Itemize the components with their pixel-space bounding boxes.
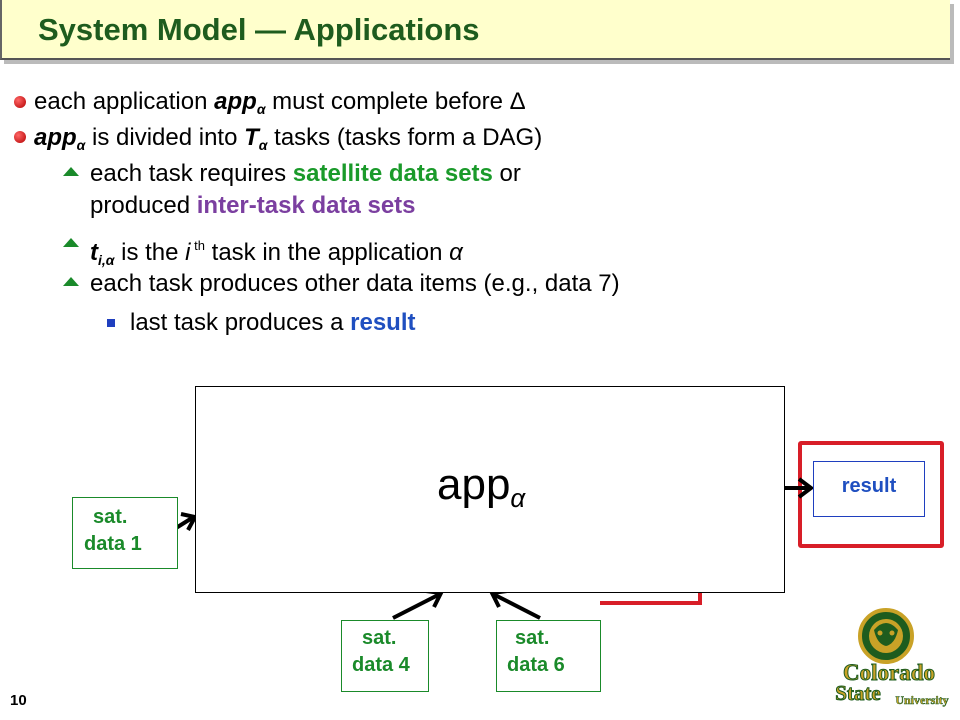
bullet-4-alpha: α [449,239,463,266]
bullet-4-t-sub: i,α [98,252,115,268]
bullet-6-pre: last task produces a [130,309,351,336]
bullet-2-mid: is divided into [85,124,245,151]
csu-logo: Colorado State University [835,608,949,707]
bullet-1: each application appα must complete befo… [34,88,526,123]
bullet-1-app-sub: α [256,101,266,117]
bullet-3-pre: each task requires [90,160,293,187]
bullet-5: each task produces other data items (e.g… [90,270,620,297]
sat-data-6-line-1: sat. [515,627,550,649]
bullet-3-line2-pre: produced [90,192,197,219]
sat-data-4-line-1: sat. [362,627,397,649]
bullet-3-mid: or [492,160,521,187]
arrow-result-head [797,477,815,499]
blue-square-bullet-icon [107,319,115,327]
logo-state-text: State [835,681,881,705]
bullet-3-line-2: produced inter-task data sets [90,192,416,220]
bullet-2-app: app [34,124,77,151]
arrow-data6-shaft [492,592,541,620]
slide-title: System Model — Applications [38,12,480,47]
bullet-6: last task produces a result [130,309,415,337]
green-triangle-bullet-icon [63,167,79,176]
logo-colorado-text: Colorado [843,660,935,685]
app-label-text: app [437,460,511,509]
green-triangle-bullet-icon [63,277,79,286]
bullet-3-satellite-data-sets: satellite data sets [292,160,493,187]
red-bullet-icon [14,96,26,108]
sat-data-1-line-1: sat. [93,506,128,528]
application-label: appα [437,460,525,514]
red-bullet-icon [14,131,26,143]
bullet-1-pre: each application [34,88,215,115]
sat-data-6-line-2: data 6 [507,654,565,676]
result-box: result [813,461,925,517]
application-box [195,386,785,593]
bullet-4-post: task in the application [204,239,450,266]
sat-data-1-line-2: data 1 [84,533,142,555]
bullet-4: ti,α is the i th task in the application… [90,232,463,274]
bullet-2-t: T [244,124,259,151]
bullet-3-line-1: each task requires satellite data sets o… [90,160,521,188]
app-label-subscript: α [510,483,526,513]
slide-number: 10 [10,692,27,709]
bullet-2: appα is divided into Tα tasks (tasks for… [34,124,542,159]
logo-university-text: University [895,693,948,707]
bullet-3-inter-task-data-sets: inter-task data sets [196,192,416,219]
sat-data-4-line-2: data 4 [352,654,410,676]
bullet-2-t-sub: α [258,137,268,153]
sat-data-4-box: sat. data 4 [341,620,429,692]
sat-data-1-box: sat. data 1 [72,497,178,569]
title-bar [0,0,950,60]
bullet-2-post: tasks (tasks form a DAG) [267,124,543,151]
sat-data-6-box: sat. data 6 [496,620,601,692]
bullet-4-mid: is the [114,239,186,266]
arrow-data4-shaft [392,592,441,620]
bullet-6-result: result [350,309,416,336]
bullet-2-app-sub: α [76,137,86,153]
bullet-1-app: app [214,88,257,115]
bullet-4-t: t [90,239,98,266]
bullet-4-th: th [190,238,205,253]
bullet-1-post: must complete before Δ [265,88,526,115]
green-triangle-bullet-icon [63,238,79,247]
bullet-4-i: i [185,239,191,266]
arrow-data1-shaft [174,516,194,530]
